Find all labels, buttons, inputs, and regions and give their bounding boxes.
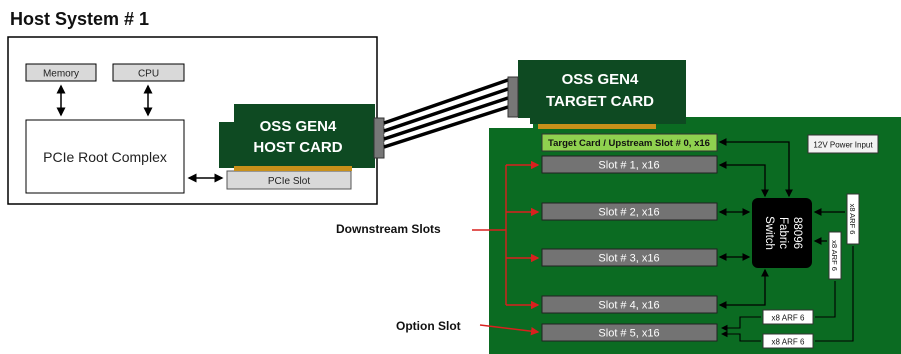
memory-box: Memory (25, 63, 97, 82)
pcie-slot: PCIe Slot (226, 170, 352, 190)
host-card-title-line2: HOST CARD (253, 139, 342, 156)
root-complex-box: PCIe Root Complex (25, 119, 185, 194)
slot-3-label: Slot # 3, x16 (598, 253, 659, 265)
host-card-title-line1: OSS GEN4 (260, 118, 337, 135)
host-card: OSS GEN4 HOST CARD (219, 104, 375, 171)
arf-vertical-1-label: x8 ARF 6 (848, 204, 857, 235)
pcie-slot-label: PCIe Slot (268, 176, 310, 187)
power-input-label: 12V Power Input (813, 141, 873, 150)
arf-horizontal-2-label: x8 ARF 6 (772, 338, 805, 347)
arf-vertical-2: x8 ARF 6 (828, 231, 842, 280)
host-connector (373, 117, 385, 159)
downstream-slots-label: Downstream Slots (336, 222, 441, 236)
switch-label-line1: 88096 (791, 217, 803, 249)
slot-4: Slot # 4, x16 (541, 295, 718, 314)
target-card-title-line1: OSS GEN4 (562, 71, 639, 88)
cpu-label: CPU (138, 69, 159, 80)
arf-connections (720, 246, 854, 342)
arf-horizontal-1-label: x8 ARF 6 (772, 314, 805, 323)
root-complex-label: PCIe Root Complex (43, 149, 167, 165)
cable-bundle (383, 78, 509, 149)
arf-horizontal-2: x8 ARF 6 (762, 333, 814, 349)
slot-5-label: Slot # 5, x16 (598, 328, 659, 340)
cpu-box: CPU (112, 63, 185, 82)
target-card-title-line2: TARGET CARD (546, 93, 654, 110)
page-title: Host System # 1 (10, 9, 149, 29)
option-slot-arrow (479, 324, 540, 336)
memory-label: Memory (43, 69, 79, 80)
upstream-slot: Target Card / Upstream Slot # 0, x16 (541, 133, 718, 152)
upstream-slot-label: Target Card / Upstream Slot # 0, x16 (548, 138, 710, 149)
slot-2-label: Slot # 2, x16 (598, 207, 659, 219)
option-slot-label: Option Slot (396, 319, 461, 333)
arf-vertical-1: x8 ARF 6 (846, 193, 860, 245)
slot-3: Slot # 3, x16 (541, 248, 718, 267)
arf-vertical-2-label: x8 ARF 6 (830, 240, 839, 271)
slot-4-label: Slot # 4, x16 (598, 300, 659, 312)
target-card: OSS GEN4 TARGET CARD (518, 60, 686, 129)
slot-5: Slot # 5, x16 (541, 323, 718, 342)
switch-label-line3: Switch (763, 216, 775, 250)
target-board-lip (489, 128, 533, 354)
arf-horizontal-1: x8 ARF 6 (762, 309, 814, 325)
target-connector (507, 76, 519, 118)
slot-1-label: Slot # 1, x16 (598, 160, 659, 172)
power-input: 12V Power Input (807, 134, 879, 154)
slot-1: Slot # 1, x16 (541, 155, 718, 174)
downstream-bracket (472, 160, 540, 310)
fabric-switch: 88096 Fabric Switch (752, 198, 812, 268)
slot-2: Slot # 2, x16 (541, 202, 718, 221)
switch-label-line2: Fabric (777, 217, 789, 249)
switch-connections (718, 138, 845, 309)
